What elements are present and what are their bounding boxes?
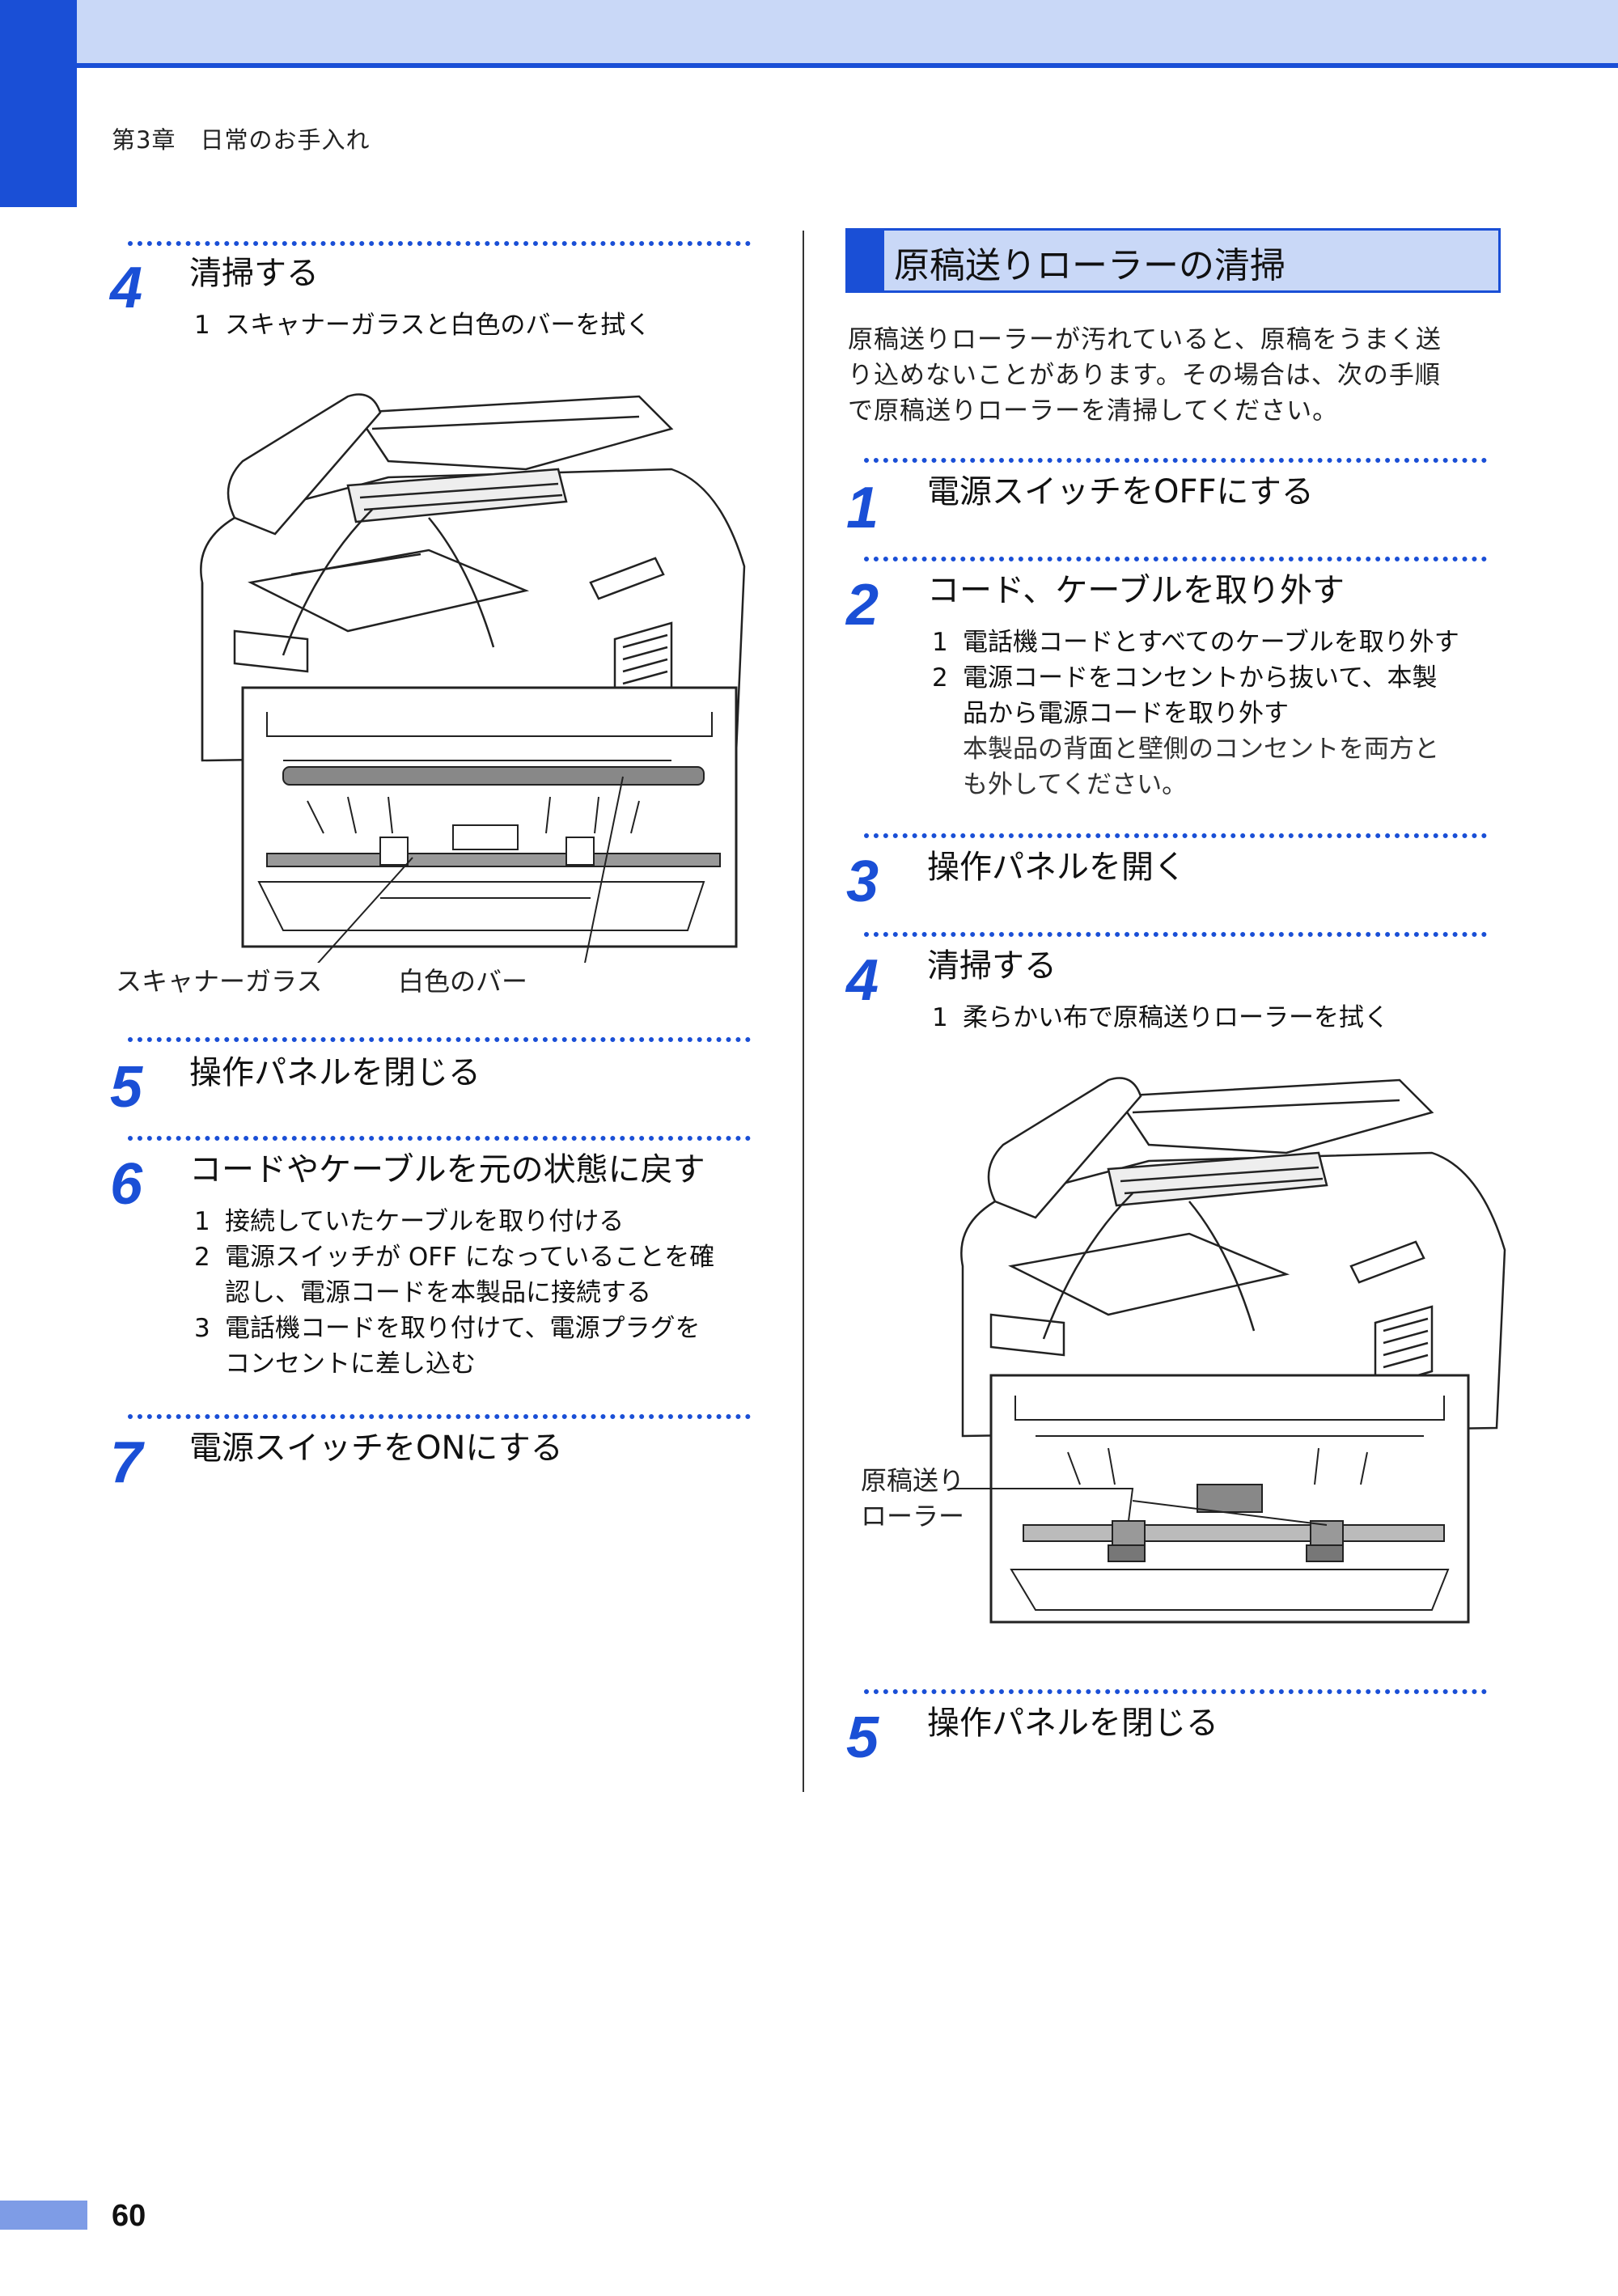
figure-label-feed-roller: 原稿送り ローラー (861, 1463, 964, 1534)
step-title: 電源スイッチをONにする (189, 1430, 563, 1467)
note-line: 本製品の背面と壁側のコンセントを両方と (963, 735, 1439, 764)
figure-label-line: ローラー (861, 1501, 965, 1531)
step-separator (128, 1037, 751, 1042)
step-separator (128, 241, 751, 246)
step-number: 6 (110, 1152, 143, 1217)
step-separator (864, 833, 1487, 838)
step-number: 5 (110, 1055, 143, 1120)
step-number: 4 (110, 256, 143, 320)
step-number: 5 (846, 1705, 879, 1770)
intro-line: 原稿送りローラーが汚れていると、原稿をうまく送 (848, 325, 1442, 354)
sub-step-number: 1 (932, 628, 948, 657)
sub-step-text: 電話機コードとすべてのケーブルを取り外す (963, 628, 1459, 657)
sub-step: 1 スキャナーガラスと白色のバーを拭く (194, 307, 650, 343)
sub-step-line: 電源コードをコンセントから抜いて、本製 (963, 663, 1438, 693)
step-title: コード、ケーブルを取り外す (927, 572, 1345, 609)
sub-step-number: 1 (194, 311, 210, 340)
sub-step: 3 電話機コードを取り付けて、電源プラグをコンセントに差し込む (194, 1311, 700, 1382)
step-separator (864, 932, 1487, 937)
sub-step-text: 柔らかい布で原稿送りローラーを拭く (963, 1003, 1389, 1032)
section-header-bar (845, 228, 884, 293)
step-note: 本製品の背面と壁側のコンセントを両方と も外してください。 (963, 731, 1439, 803)
step-separator (128, 1414, 751, 1419)
sub-step-line: コンセントに差し込む (225, 1349, 476, 1379)
step-title: 清掃する (927, 947, 1057, 985)
sub-step-text: 電源コードをコンセントから抜いて、本製品から電源コードを取り外す (963, 660, 1438, 731)
column-divider (803, 231, 804, 1792)
sub-step: 2 電源スイッチが OFF になっていることを確認し、電源コードを本製品に接続する (194, 1239, 714, 1311)
step-title: 電源スイッチをOFFにする (927, 473, 1314, 510)
step-separator (864, 557, 1487, 561)
chapter-side-tab (0, 0, 77, 207)
sub-step: 1 柔らかい布で原稿送りローラーを拭く (932, 1000, 1389, 1036)
step-separator (128, 1136, 751, 1141)
figure-label-line: 原稿送り (861, 1465, 965, 1496)
header-band (0, 0, 1618, 63)
section-intro: 原稿送りローラーが汚れていると、原稿をうまく送 り込めないことがあります。その場… (848, 322, 1503, 429)
figure-label-white-bar: 白色のバー (398, 966, 528, 997)
page-number-tab (0, 2201, 87, 2230)
sub-step-number: 1 (194, 1207, 210, 1236)
step-separator (864, 1689, 1487, 1694)
sub-step-number: 2 (194, 1243, 210, 1272)
section-header (845, 228, 1501, 293)
sub-step-line: 品から電源コードを取り外す (963, 699, 1289, 728)
section-title: 原稿送りローラーの清掃 (894, 245, 1286, 286)
sub-step-text: 電話機コードを取り付けて、電源プラグをコンセントに差し込む (225, 1311, 700, 1382)
scanner-illustration (200, 393, 746, 963)
note-line: も外してください。 (963, 770, 1188, 799)
step-title: 清掃する (189, 255, 319, 292)
step-title: 操作パネルを開く (927, 849, 1186, 886)
step-title: コードやケーブルを元の状態に戻す (189, 1151, 705, 1188)
figure-label-scanner-glass: スキャナーガラス (116, 966, 323, 997)
step-title: 操作パネルを閉じる (927, 1705, 1218, 1742)
sub-step-number: 2 (932, 663, 948, 693)
sub-step-line: 電源スイッチが OFF になっていることを確 (225, 1243, 715, 1272)
sub-step-text: 電源スイッチが OFF になっていることを確認し、電源コードを本製品に接続する (225, 1239, 714, 1311)
step-separator (864, 458, 1487, 463)
step-number: 7 (110, 1430, 143, 1495)
step-number: 3 (846, 849, 879, 914)
step-title: 操作パネルを閉じる (189, 1054, 481, 1091)
sub-step: 1 接続していたケーブルを取り付ける (194, 1204, 624, 1239)
sub-step-number: 1 (932, 1003, 948, 1032)
sub-step-text: スキャナーガラスと白色のバーを拭く (225, 311, 651, 340)
sub-step: 2 電源コードをコンセントから抜いて、本製品から電源コードを取り外す (932, 660, 1438, 731)
header-rule (0, 63, 1618, 68)
step-number: 1 (846, 476, 879, 540)
step-number: 2 (846, 573, 879, 638)
intro-line: で原稿送りローラーを清掃してください。 (848, 396, 1339, 426)
sub-step-number: 3 (194, 1314, 210, 1343)
chapter-title: 第3章 日常のお手入れ (112, 126, 371, 154)
sub-step-text: 接続していたケーブルを取り付ける (225, 1207, 625, 1236)
sub-step-line: 認し、電源コードを本製品に接続する (225, 1278, 651, 1307)
sub-step-line: 電話機コードを取り付けて、電源プラグを (225, 1314, 701, 1343)
intro-line: り込めないことがあります。その場合は、次の手順 (848, 361, 1441, 390)
page-number: 60 (112, 2199, 146, 2233)
roller-illustration (951, 1077, 1506, 1624)
step-number: 4 (846, 948, 879, 1013)
sub-step: 1 電話機コードとすべてのケーブルを取り外す (932, 625, 1459, 660)
